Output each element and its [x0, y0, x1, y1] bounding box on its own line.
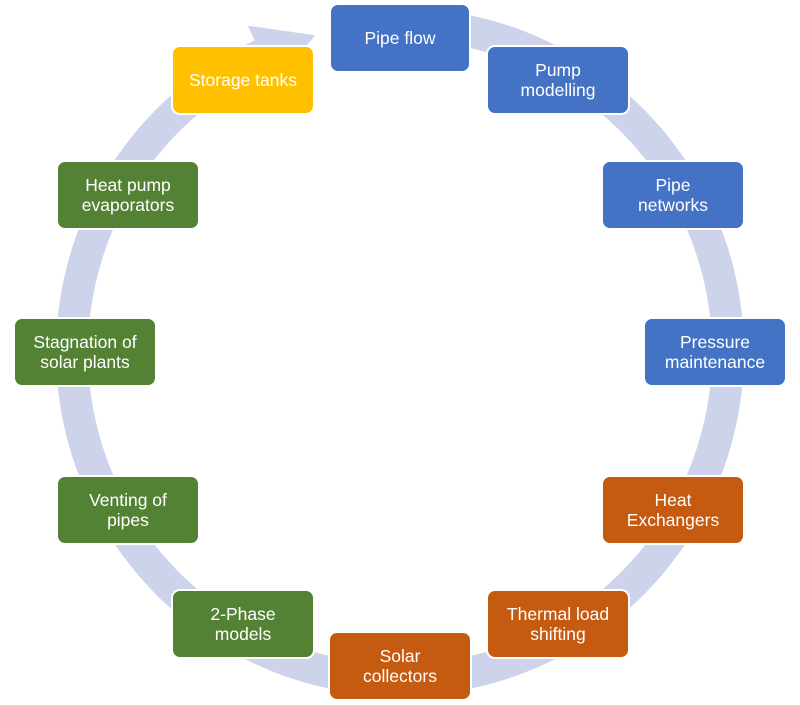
- node-heat-pump-evaporators: Heat pump evaporators: [56, 160, 200, 230]
- node-label: Pipe flow: [364, 28, 436, 48]
- node-label: Venting of pipes: [89, 490, 167, 530]
- node-2-phase-models: 2-Phase models: [171, 589, 315, 659]
- node-heat-exchangers: Heat Exchangers: [601, 475, 745, 545]
- node-pipe-flow: Pipe flow: [329, 3, 471, 73]
- node-pipe-networks: Pipe networks: [601, 160, 745, 230]
- node-pump-modelling: Pump modelling: [486, 45, 630, 115]
- circular-arrow-band: [56, 8, 744, 696]
- node-venting-of-pipes: Venting of pipes: [56, 475, 200, 545]
- node-stagnation-of-solar-plants: Stagnation of solar plants: [13, 317, 157, 387]
- node-label: Pipe networks: [637, 175, 709, 215]
- node-label: Storage tanks: [189, 70, 297, 90]
- node-pressure-maintenance: Pressure maintenance: [643, 317, 787, 387]
- node-label: Heat pump evaporators: [81, 175, 175, 215]
- node-storage-tanks: Storage tanks: [171, 45, 315, 115]
- node-label: Pressure maintenance: [664, 332, 766, 372]
- node-label: Solar collectors: [363, 646, 437, 686]
- node-label: Thermal load shifting: [506, 604, 610, 644]
- node-solar-collectors: Solar collectors: [328, 631, 472, 701]
- node-label: Pump modelling: [520, 60, 596, 100]
- node-thermal-load-shifting: Thermal load shifting: [486, 589, 630, 659]
- node-label: 2-Phase models: [210, 604, 276, 644]
- node-label: Stagnation of solar plants: [33, 332, 137, 372]
- node-label: Heat Exchangers: [626, 490, 720, 530]
